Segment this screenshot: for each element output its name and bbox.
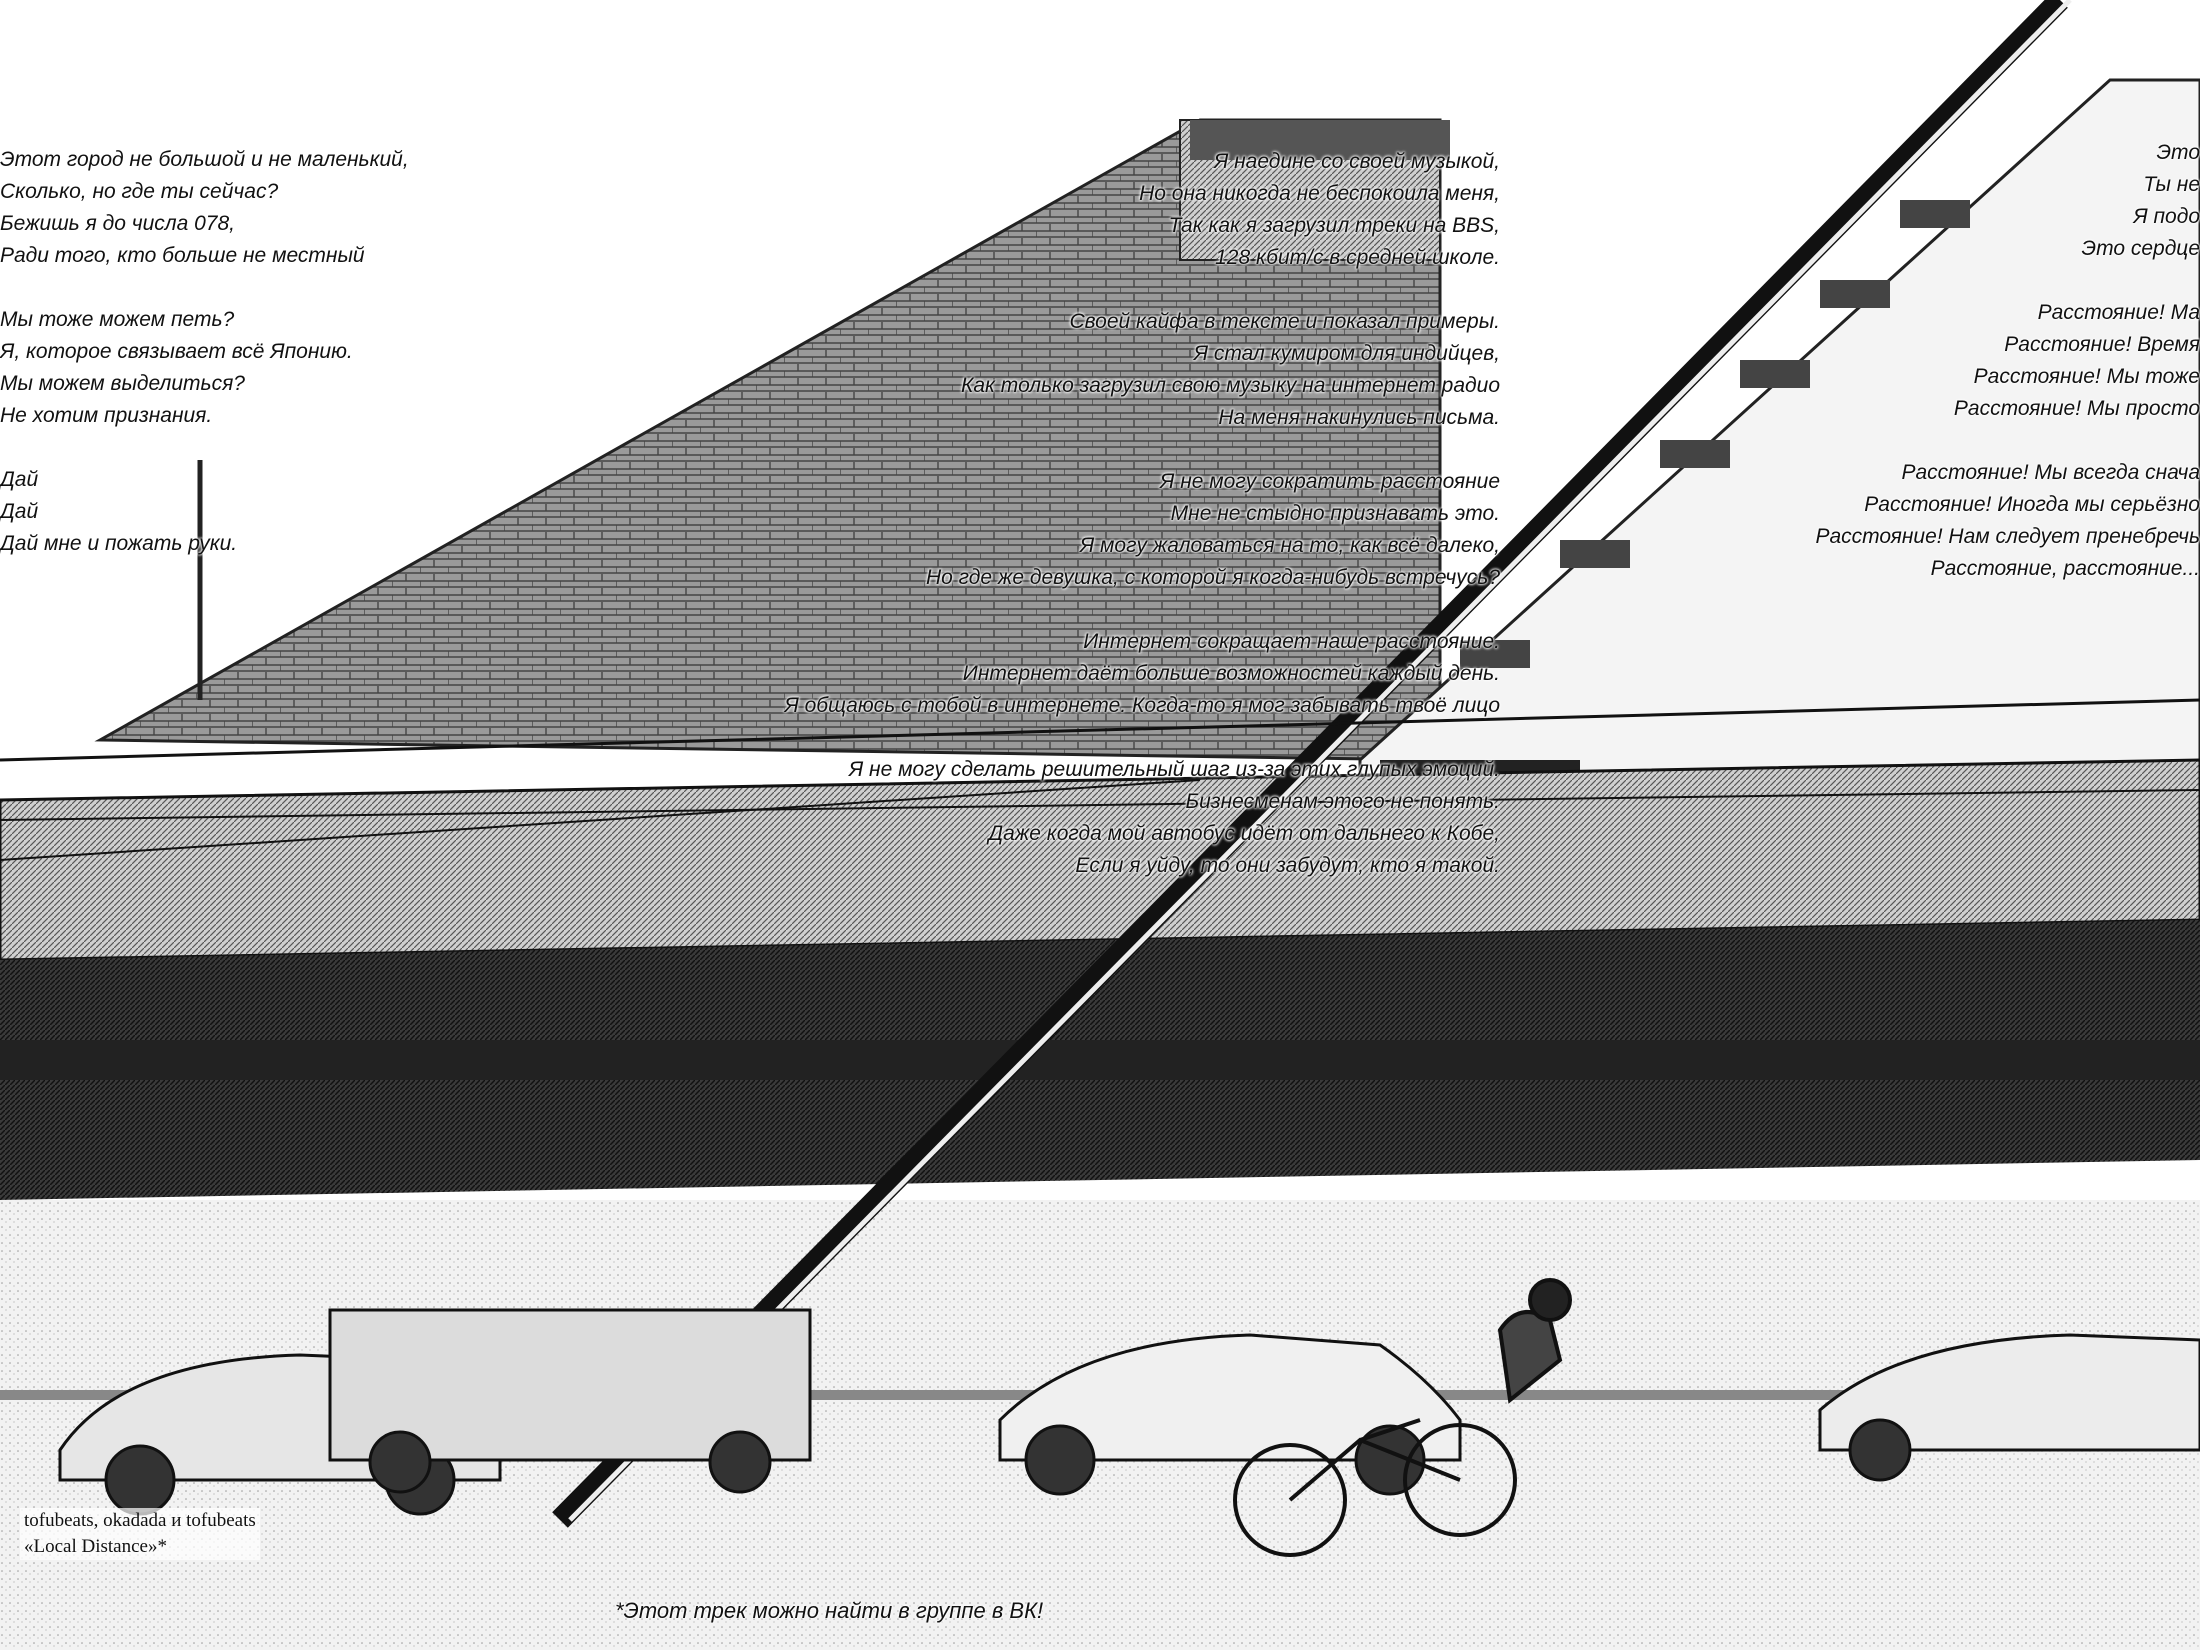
lyric-line xyxy=(784,594,1500,626)
cyclist xyxy=(1233,1278,1572,1557)
overpass-deck xyxy=(0,758,2200,962)
lyric-line: Расстояние! Мы просто xyxy=(1953,397,2200,420)
song-credits: tofubeats, okadada и tofubeats «Local Di… xyxy=(20,1508,260,1560)
lyric-line: Мне не стыдно признавать это. xyxy=(1170,502,1500,525)
lyric-line xyxy=(1815,265,2200,297)
credits-title: «Local Distance»* xyxy=(24,1536,167,1557)
lyric-line: Я не могу сократить расстояние xyxy=(1160,470,1500,493)
lyric-line: Ты не xyxy=(2143,173,2200,196)
lyric-line xyxy=(784,722,1500,754)
lyric-line xyxy=(784,274,1500,306)
lyric-line: Не хотим признания. xyxy=(0,404,213,427)
lyric-line: Дай xyxy=(0,468,39,491)
lyric-line: Я наедине со своей музыкой, xyxy=(1213,150,1500,173)
lyric-line xyxy=(1815,425,2200,457)
lyric-line: Интернет сокращает наше расстояние. xyxy=(1083,630,1500,653)
car-right xyxy=(1818,1333,2200,1482)
lyrics-left-column: Этот город не большой и не маленький, Ско… xyxy=(0,144,409,560)
footnote: *Этот трек можно найти в группе в ВК! xyxy=(615,1598,1044,1623)
car-center xyxy=(998,1333,1462,1496)
lyric-line: Дай мне и пожать руки. xyxy=(0,532,238,555)
lyric-line: На меня накинулись письма. xyxy=(1218,406,1500,429)
lyric-line: Дай xyxy=(0,500,39,523)
lyric-line xyxy=(0,432,409,464)
lyric-line: Этот город не большой и не маленький, xyxy=(0,148,409,171)
lyric-line: Бежишь я до числа 078, xyxy=(0,212,235,235)
building-tower xyxy=(1190,120,1450,160)
lyric-line: Я, которое связывает всё Японию. xyxy=(0,340,353,363)
lyric-line: Я общаюсь с тобой в интернете. Когда-то … xyxy=(784,694,1500,717)
utility-pole xyxy=(552,0,2068,1528)
lyric-line: 128 кбит/с в средней школе. xyxy=(1215,246,1500,269)
lyric-line: Я подо xyxy=(2133,205,2200,228)
lyric-line: Расстояние! Иногда мы серьёзно xyxy=(1864,493,2200,516)
lyric-line: Даже когда мой автобус идёт от дальнего … xyxy=(988,822,1500,845)
lyric-line: Расстояние, расстояние... xyxy=(1930,557,2200,580)
lyric-line: Это xyxy=(2156,141,2200,164)
overpass-beam xyxy=(0,1040,2200,1080)
lyric-line: Ради того, кто больше не местный xyxy=(0,244,365,267)
lyric-line: Мы тоже можем петь? xyxy=(0,308,235,331)
lyric-line xyxy=(784,434,1500,466)
lyric-line: Но где же девушка, с которой я когда-ниб… xyxy=(925,566,1500,589)
lyric-line: Своей кайфа в тексте и показал примеры. xyxy=(1069,310,1500,333)
power-line xyxy=(0,698,2200,762)
lyric-line: Интернет даёт больше возможностей каждый… xyxy=(962,662,1500,685)
lyric-line: Расстояние! Мы тоже xyxy=(1973,365,2200,388)
lyric-line: Так как я загрузил треки на BBS, xyxy=(1168,214,1500,237)
power-line xyxy=(0,789,2200,821)
lyric-line: Бизнесменам этого не понять. xyxy=(1185,790,1501,813)
lyric-line: Я могу жаловаться на то, как всё далеко, xyxy=(1079,534,1500,557)
lyric-line: Мы можем выделиться? xyxy=(0,372,245,395)
van-left xyxy=(328,1308,812,1494)
power-line xyxy=(0,779,1201,861)
lyric-line: Расстояние! Ма xyxy=(2037,301,2200,324)
utility-pole-highlight xyxy=(568,0,2072,1522)
lyric-line: Сколько, но где ты сейчас? xyxy=(0,180,279,203)
lyric-line: Но она никогда не беспокоила меня, xyxy=(1139,182,1500,205)
lyric-line: Расстояние! Время xyxy=(2004,333,2200,356)
lyrics-middle-column: Я наедине со своей музыкой, Но она никогд… xyxy=(784,146,1500,882)
credits-artist: tofubeats, okadada и tofubeats xyxy=(24,1510,256,1531)
lyric-line: Это сердце xyxy=(2081,237,2200,260)
lyric-line: Как только загрузил свою музыку на интер… xyxy=(961,374,1500,397)
lyric-line: Расстояние! Нам следует пренебречь xyxy=(1815,525,2200,548)
lyric-line: Если я уйду, то они забудут, кто я такой… xyxy=(1075,854,1500,877)
lyric-line: Расстояние! Мы всегда снача xyxy=(1901,461,2200,484)
lyric-line: Я не могу сделать решительный шаг из-за … xyxy=(848,758,1500,781)
lyric-line xyxy=(0,272,409,304)
lyric-line: Я стал кумиром для индийцев, xyxy=(1193,342,1500,365)
